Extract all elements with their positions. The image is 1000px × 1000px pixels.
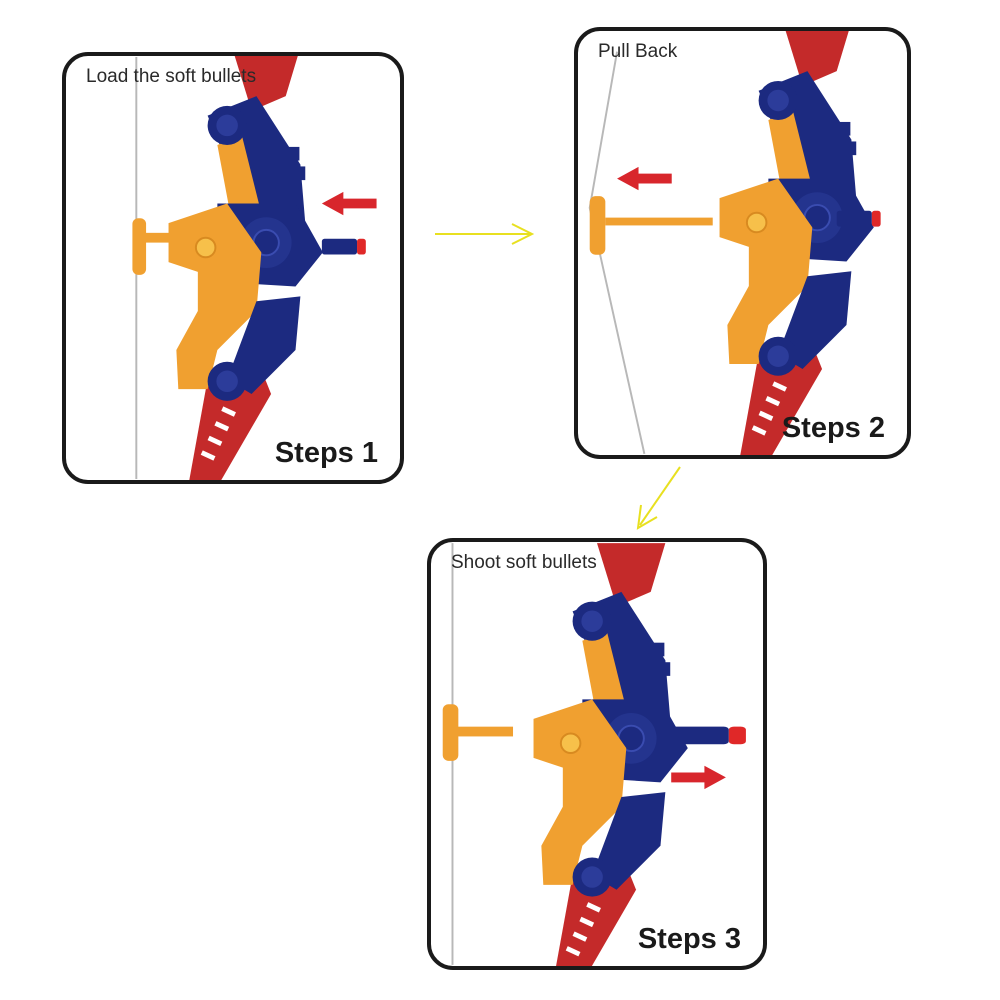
step-1-card: Load the soft bullets Steps 1 bbox=[62, 52, 404, 484]
bow-illustration-step-1 bbox=[132, 56, 377, 480]
step-3-card: Shoot soft bullets Steps 3 bbox=[427, 538, 767, 970]
dart-icon bbox=[321, 238, 366, 255]
nock-rod bbox=[454, 726, 514, 737]
dart-icon bbox=[660, 726, 746, 745]
dart-icon bbox=[836, 210, 881, 227]
step-3-caption: Shoot soft bullets bbox=[451, 552, 597, 573]
step-1-label: Steps 1 bbox=[274, 437, 378, 469]
bow-icon bbox=[720, 31, 874, 455]
nock-rod bbox=[144, 232, 172, 243]
step-1-caption: Load the soft bullets bbox=[86, 66, 257, 87]
red-arrow-icon bbox=[671, 765, 726, 790]
step-3-label: Steps 3 bbox=[637, 923, 741, 955]
step-2-card: Pull Back Steps 2 bbox=[574, 27, 911, 459]
nock-cap bbox=[442, 704, 459, 761]
bow-illustration-step-2 bbox=[588, 31, 881, 455]
step-2-label: Steps 2 bbox=[781, 412, 885, 444]
step-2-caption: Pull Back bbox=[598, 41, 678, 62]
nock-cap bbox=[589, 196, 606, 255]
nock-rod bbox=[605, 217, 713, 226]
bow-icon bbox=[534, 543, 688, 966]
yellow-arrow-icon bbox=[435, 223, 535, 245]
red-arrow-icon bbox=[617, 166, 672, 191]
bow-illustration-step-3 bbox=[442, 542, 746, 966]
bow-icon bbox=[169, 56, 323, 480]
nock-cap bbox=[132, 218, 147, 275]
red-arrow-icon bbox=[321, 191, 377, 216]
yellow-arrow-icon bbox=[636, 466, 681, 530]
